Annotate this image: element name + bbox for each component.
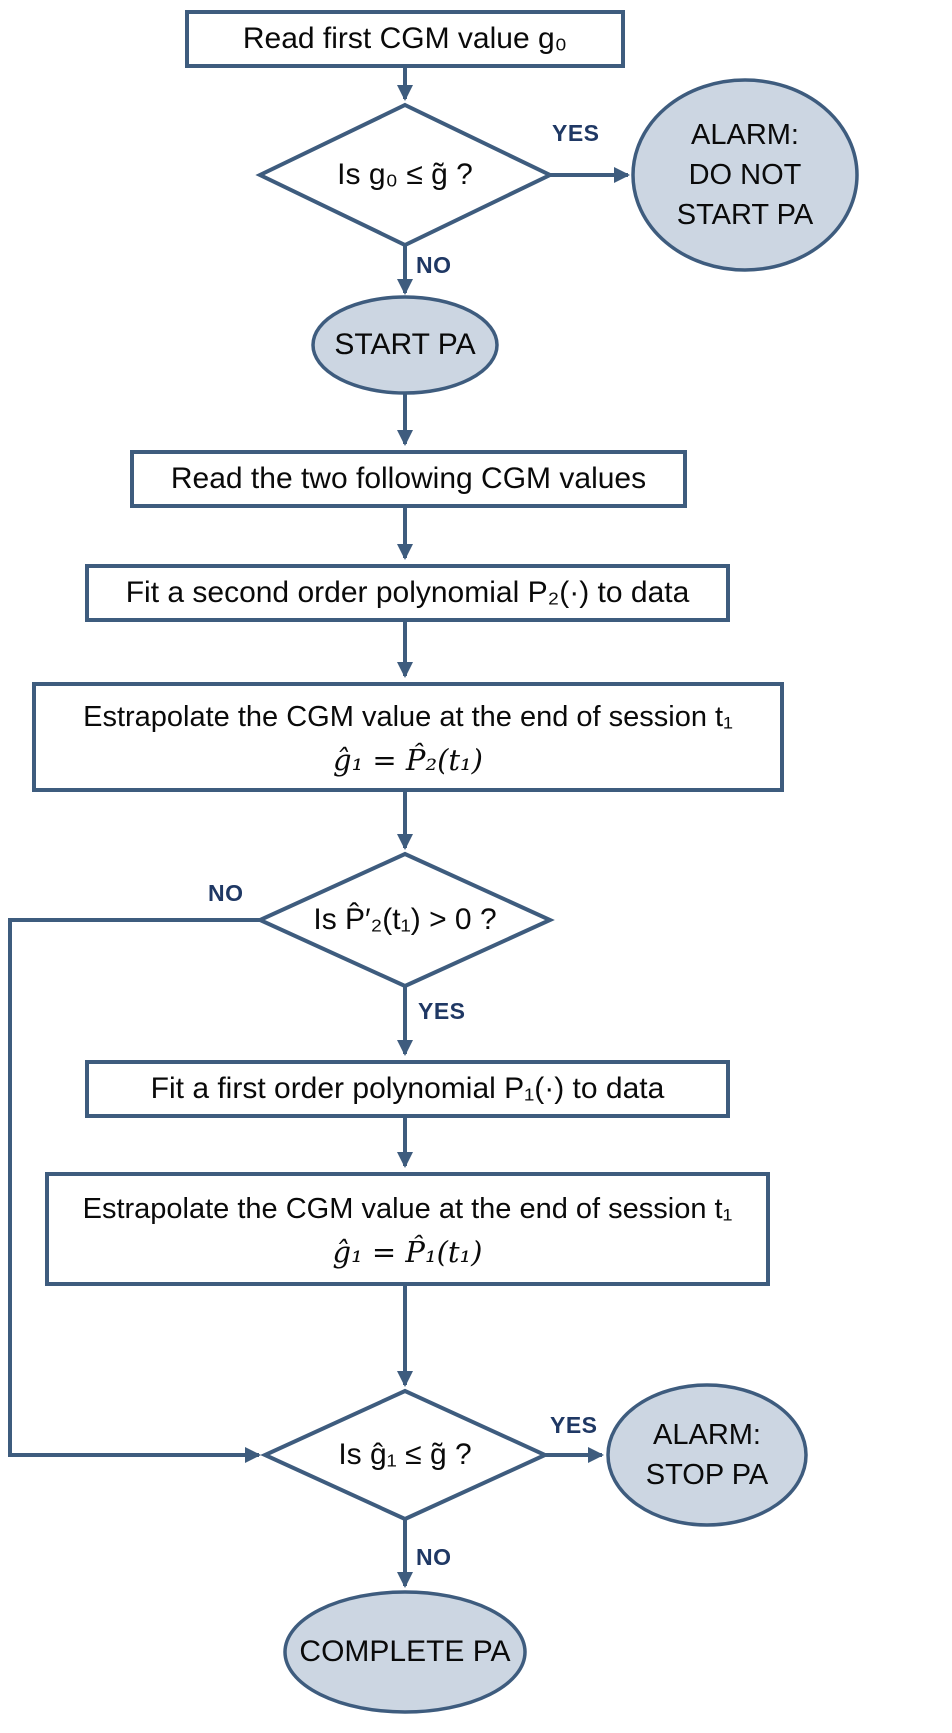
terminal-alarm-no-start-shape — [631, 78, 859, 272]
process-extrapolate-second: Estrapolate the CGM value at the end of … — [32, 682, 784, 792]
process-read-first-label: Read first CGM value g₀ — [242, 22, 568, 56]
process-read-two-label: Read the two following CGM values — [170, 462, 647, 496]
branch-label-no-top: NO — [416, 252, 452, 278]
decision-check-g1-shape — [260, 1388, 550, 1522]
process-fit-first-order: Fit a first order polynomial P₁(·) to da… — [85, 1060, 730, 1118]
process-extrapolate-second-formula: ĝ₁ = P̂₂(t₁) — [333, 743, 483, 777]
process-read-first: Read first CGM value g₀ — [185, 10, 625, 68]
decision-check-g0-shape — [255, 102, 555, 248]
branch-label-no-bottom: NO — [416, 1544, 452, 1570]
process-extrapolate-first: Estrapolate the CGM value at the end of … — [45, 1172, 770, 1286]
terminal-complete-pa-shape — [283, 1590, 527, 1714]
branch-label-no-slope: NO — [208, 880, 244, 906]
process-fit-second-order-label: Fit a second order polynomial P₂(·) to d… — [125, 576, 690, 610]
process-extrapolate-first-text: Estrapolate the CGM value at the end of … — [82, 1192, 733, 1225]
branch-label-yes-slope: YES — [418, 998, 466, 1024]
arrow-check-slope-no-loop-to-check-g1 — [8, 918, 261, 1463]
process-extrapolate-first-formula: ĝ₁ = P̂₁(t₁) — [332, 1235, 483, 1269]
branch-label-yes-top: YES — [552, 120, 600, 146]
process-fit-first-order-label: Fit a first order polynomial P₁(·) to da… — [150, 1072, 665, 1106]
decision-check-slope-shape — [255, 851, 555, 989]
process-extrapolate-second-text: Estrapolate the CGM value at the end of … — [83, 700, 733, 733]
branch-label-yes-bottom: YES — [550, 1412, 598, 1438]
process-read-two: Read the two following CGM values — [130, 450, 687, 508]
process-fit-second-order: Fit a second order polynomial P₂(·) to d… — [85, 564, 730, 622]
terminal-alarm-stop-shape — [606, 1383, 808, 1527]
terminal-start-pa-shape — [311, 295, 499, 395]
